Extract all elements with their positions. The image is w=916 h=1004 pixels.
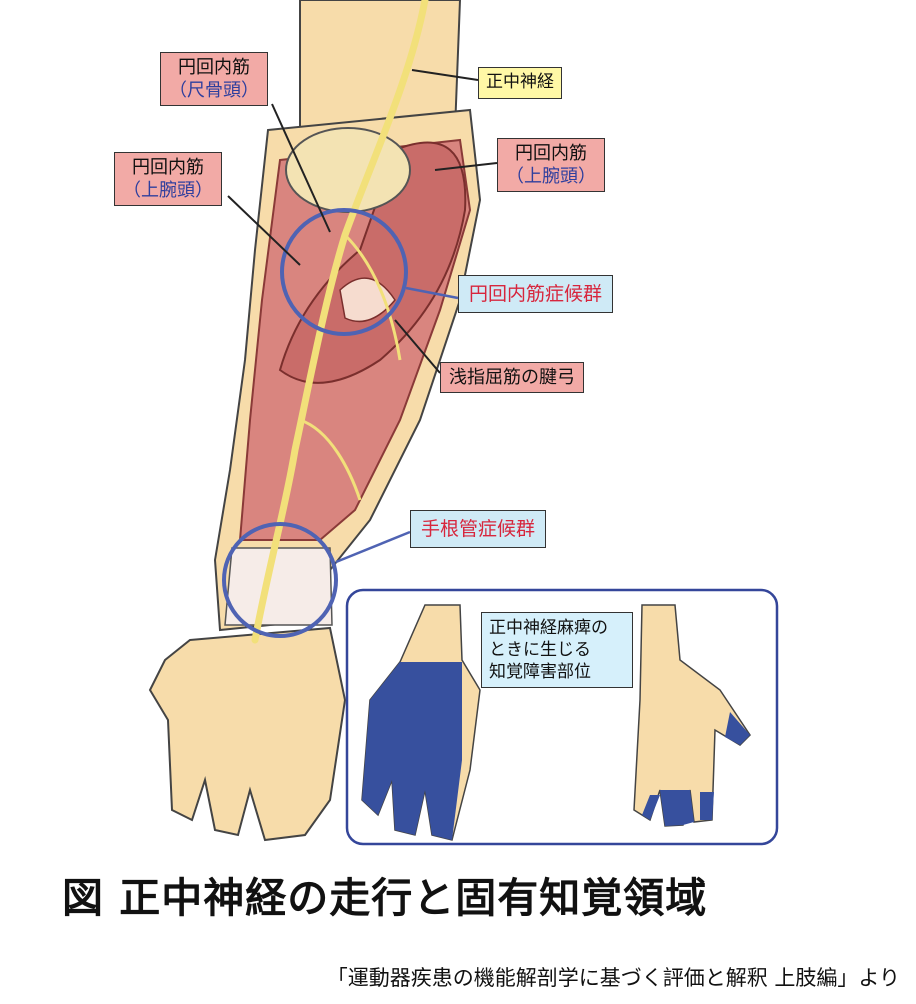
dorsal-sensory-area	[642, 712, 750, 826]
label-sub: （尺骨頭）	[169, 80, 259, 102]
flexor-retinaculum	[224, 547, 333, 626]
median-nerve-branch	[299, 418, 362, 501]
pronator-syndrome-circle	[280, 208, 408, 336]
label-main: 円回内筋	[515, 143, 587, 164]
median-nerve	[251, 0, 429, 644]
sensory-line-1: 正中神経麻痺の	[489, 618, 608, 638]
leader-carpal-tunnel	[335, 530, 411, 564]
leader-pronator-syndrome	[405, 286, 459, 300]
label-pronator-teres-humeral-head-right: 円回内筋 （上腕頭）	[497, 138, 605, 193]
label-median-nerve: 正中神経	[478, 67, 562, 99]
median-nerve-branch	[343, 233, 402, 361]
leader-pronator-ulnar	[271, 103, 331, 233]
leader-fds-arch	[394, 319, 441, 374]
leader-pronator-humeral-right	[434, 162, 498, 171]
leader-pronator-humeral-left	[227, 195, 301, 266]
label-sub: （上腕頭）	[123, 180, 213, 202]
sensory-line-3: 知覚障害部位	[489, 662, 591, 683]
label-pronator-teres-humeral-head-left: 円回内筋 （上腕頭）	[114, 152, 222, 207]
label-pronator-syndrome: 円回内筋症候群	[458, 275, 614, 314]
sensory-line-2: ときに生じる	[489, 640, 591, 661]
label-sensory-area: 正中神経麻痺の ときに生じる 知覚障害部位	[481, 612, 633, 689]
hand	[148, 626, 347, 842]
palm-sensory-area	[362, 662, 462, 840]
source-citation: 「運動器疾患の機能解剖学に基づく評価と解釈 上肢編」より	[326, 966, 900, 990]
carpal-tunnel-circle	[222, 522, 338, 638]
label-carpal-tunnel-syndrome: 手根管症候群	[410, 510, 547, 549]
figure-title: 図 正中神経の走行と固有知覚領域	[62, 874, 708, 922]
humeral-epicondyle	[285, 127, 411, 213]
label-pronator-teres-ulnar-head: 円回内筋 （尺骨頭）	[160, 52, 268, 107]
label-main: 円回内筋	[178, 57, 250, 78]
leader-median-nerve	[411, 69, 479, 81]
label-main: 円回内筋	[132, 157, 204, 178]
label-sub: （上腕頭）	[506, 166, 596, 188]
label-fds-tendon-arch: 浅指屈筋の腱弓	[440, 362, 584, 394]
